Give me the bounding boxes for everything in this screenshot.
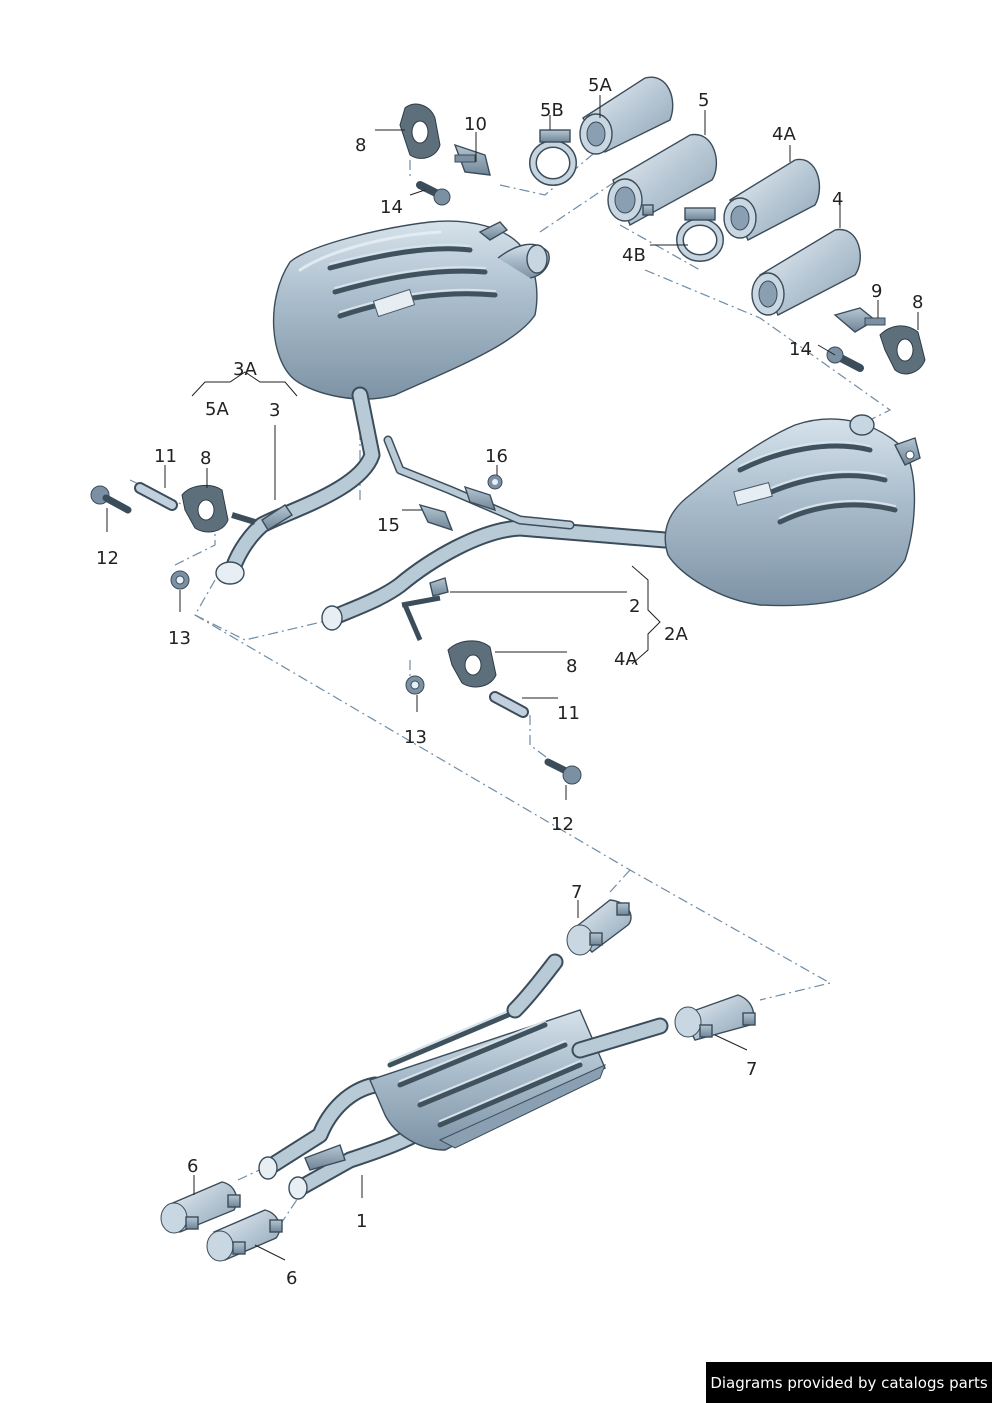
tailpipe-tip-4	[751, 229, 861, 316]
bolt-14-right	[826, 346, 864, 372]
tailpipe-tip-5	[607, 134, 717, 227]
callout-16: 16	[485, 446, 508, 467]
callout-labels: 5A 5 5B 10 8 14 4A 4 4B 9 8 14 3A 5A 3 1…	[96, 75, 923, 1289]
leader-lines	[106, 95, 919, 1261]
intermediate-pipe-left	[215, 386, 381, 585]
clamp-7-top	[566, 899, 632, 956]
clamp-4B	[676, 207, 724, 262]
callout-11-mid: 11	[557, 703, 580, 724]
callout-6-bottom: 6	[286, 1268, 297, 1289]
clamp-7-right	[674, 994, 756, 1041]
callout-13-left: 13	[168, 628, 191, 649]
intermediate-pipe-right	[321, 435, 674, 641]
bolt-14-top	[416, 181, 451, 206]
callout-4A-mid: 4A	[614, 649, 638, 670]
callout-4A-top: 4A	[772, 124, 796, 145]
tailpipe-tip-5A	[579, 76, 674, 155]
tailpipe-tip-4A	[723, 158, 821, 241]
callout-12-mid: 12	[551, 814, 574, 835]
callout-8-right: 8	[912, 292, 923, 313]
callout-3: 3	[269, 400, 280, 421]
nut-16	[487, 474, 503, 490]
clamp-5B	[529, 129, 577, 186]
callout-5-top: 5	[698, 90, 709, 111]
callout-2: 2	[629, 596, 640, 617]
credit-banner: Diagrams provided by catalogs parts	[706, 1362, 992, 1403]
rear-muffler-right	[664, 414, 921, 607]
bracket-10	[453, 143, 491, 176]
clamp-6-top	[160, 1181, 241, 1234]
bracket-15	[418, 485, 497, 532]
callout-6-top: 6	[187, 1156, 198, 1177]
sleeve-11-left	[134, 482, 178, 511]
clamp-6-bottom	[206, 1209, 283, 1262]
callout-15: 15	[377, 515, 400, 536]
callout-7-right: 7	[746, 1059, 757, 1080]
sleeve-11-mid	[489, 691, 529, 718]
callout-10: 10	[464, 114, 487, 135]
callout-4B: 4B	[622, 245, 646, 266]
callout-14-right: 14	[789, 339, 812, 360]
callout-12-left: 12	[96, 548, 119, 569]
callout-9: 9	[871, 281, 882, 302]
callout-5A-top: 5A	[588, 75, 612, 96]
callout-8-mid: 8	[566, 656, 577, 677]
callout-5B: 5B	[540, 100, 564, 121]
rear-muffler-left	[272, 220, 550, 400]
callout-8-left: 8	[200, 448, 211, 469]
bracket-9	[833, 307, 886, 333]
bolt-12-left	[90, 485, 132, 514]
nut-13-mid	[405, 675, 425, 695]
callout-7-top: 7	[571, 882, 582, 903]
callout-1: 1	[356, 1211, 367, 1232]
rubber-mount-8-left	[181, 484, 256, 533]
callout-8-top: 8	[355, 135, 366, 156]
rubber-mount-8-top	[399, 103, 441, 159]
callout-11-left: 11	[154, 446, 177, 467]
callout-13-mid: 13	[404, 727, 427, 748]
callout-2A: 2A	[664, 624, 688, 645]
rubber-mount-8-mid	[447, 640, 497, 688]
front-pipe-assembly-1	[258, 953, 669, 1200]
callout-5A-mid: 5A	[205, 399, 229, 420]
callout-4-top: 4	[832, 189, 843, 210]
callout-3A: 3A	[233, 359, 257, 380]
bolt-12-mid	[544, 758, 582, 785]
nut-13-left	[170, 570, 190, 590]
callout-14-top: 14	[380, 197, 403, 218]
rubber-mount-8-right	[879, 325, 926, 375]
